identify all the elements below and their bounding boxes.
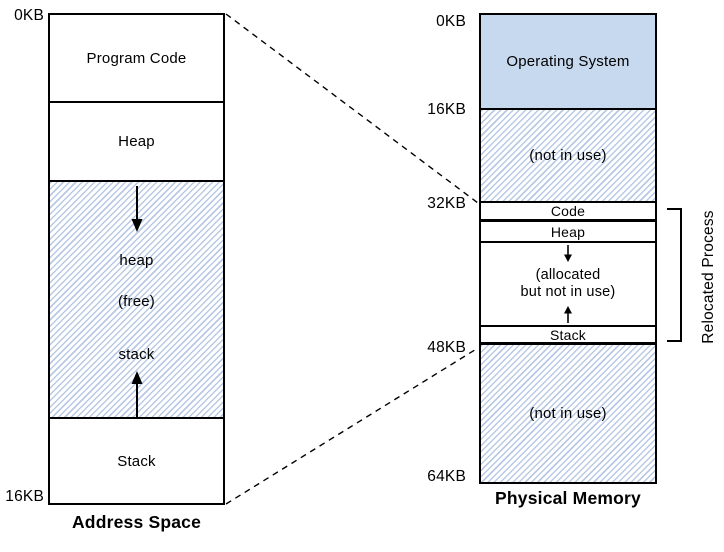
- section-not-in-use-bottom: (not in use): [481, 345, 655, 482]
- arrow-up-icon: [564, 306, 572, 323]
- relocated-process-bracket: [667, 208, 682, 342]
- heap-grow-label: heap: [119, 252, 154, 269]
- allocated-not-in-use-label: (allocated but not in use): [520, 267, 616, 300]
- operating-system-label: Operating System: [506, 53, 630, 70]
- free-label: (free): [117, 293, 156, 310]
- section-relocated-heap: Heap: [481, 222, 655, 243]
- stack-label: Stack: [117, 452, 156, 470]
- not-in-use-top-label: (not in use): [529, 147, 607, 164]
- physical-memory-tick-32kb: 32KB: [427, 195, 466, 212]
- free-region-content: heap (free) stack: [50, 182, 223, 417]
- section-heap: Heap: [50, 103, 223, 182]
- address-space-title: Address Space: [71, 512, 202, 532]
- section-program-code: Program Code: [50, 15, 223, 103]
- arrow-up-icon: [131, 371, 142, 417]
- section-not-in-use-top: (not in use): [481, 110, 655, 203]
- section-stack: Stack: [50, 419, 223, 503]
- address-space-tick-0kb: 0KB: [14, 7, 44, 24]
- physical-memory-tick-16kb: 16KB: [427, 101, 466, 118]
- relocated-process-label: Relocated Process: [700, 210, 717, 344]
- section-operating-system: Operating System: [481, 15, 655, 110]
- stack-grow-label: stack: [118, 346, 155, 363]
- relocated-code-label: Code: [550, 203, 586, 219]
- address-space-tick-16kb: 16KB: [5, 488, 44, 505]
- arrow-down-icon: [564, 245, 572, 262]
- section-allocated-free: (allocated but not in use): [481, 243, 655, 327]
- physical-memory-tick-0kb: 0KB: [436, 13, 466, 30]
- physical-memory-title: Physical Memory: [495, 488, 641, 508]
- relocated-heap-label: Heap: [550, 223, 586, 240]
- program-code-label: Program Code: [86, 49, 187, 67]
- section-free-region: heap (free) stack: [50, 182, 223, 419]
- section-relocated-code: Code: [481, 203, 655, 222]
- heap-label: Heap: [118, 133, 155, 150]
- address-space-box: Program Code Heap heap (free) stack Stac: [48, 13, 225, 505]
- physical-memory-tick-48kb: 48KB: [427, 339, 466, 356]
- arrow-down-icon: [131, 186, 142, 232]
- physical-memory-box: Operating System (not in use) Code Heap …: [479, 13, 657, 484]
- section-relocated-stack: Stack: [481, 327, 655, 345]
- physical-memory-tick-64kb: 64KB: [427, 468, 466, 485]
- not-in-use-bottom-label: (not in use): [529, 405, 607, 422]
- relocated-stack-label: Stack: [549, 326, 586, 343]
